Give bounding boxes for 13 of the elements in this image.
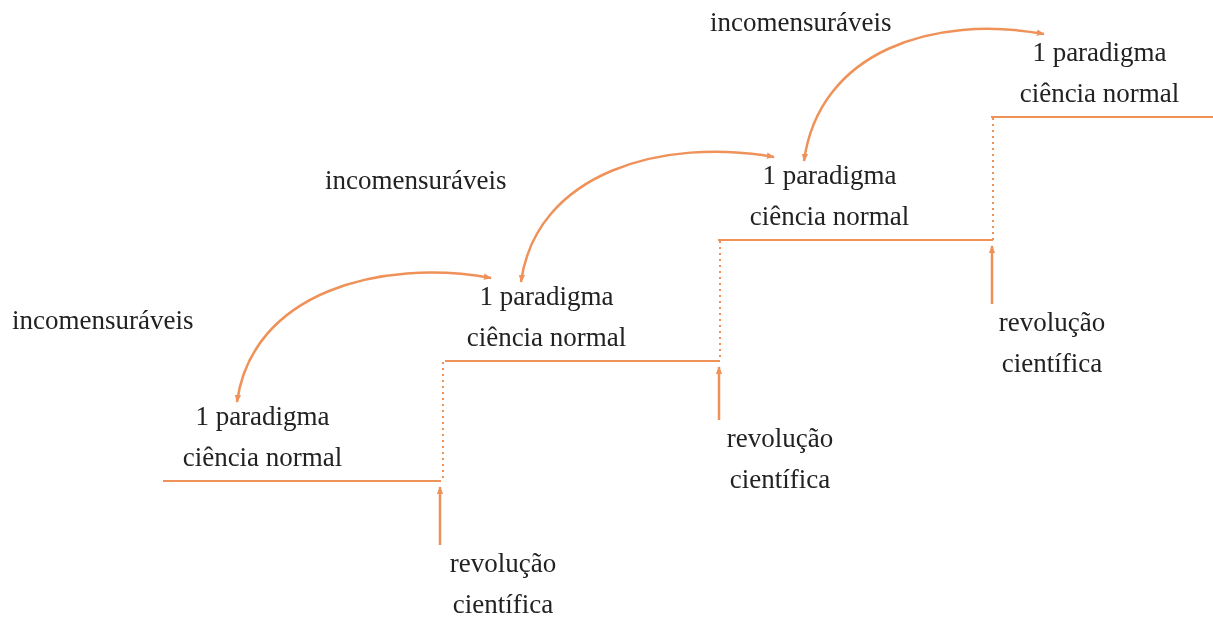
arrow [988, 245, 996, 304]
revolution-label: revolução científica [977, 302, 1127, 384]
paradigm-step: 1 paradigma ciência normal [445, 272, 720, 362]
double-arrow [235, 271, 492, 403]
arrow [436, 486, 444, 545]
revolution-label: revolução científica [705, 418, 855, 500]
revolution-label: revolução científica [428, 543, 578, 618]
arrow [715, 366, 723, 420]
paradigm-step: 1 paradigma ciência normal [163, 392, 441, 482]
paradigm-step: 1 paradigma ciência normal [718, 151, 993, 241]
double-arrow [802, 27, 1045, 162]
paradigm-step: 1 paradigma ciência normal [991, 28, 1213, 118]
double-arrow [519, 150, 775, 283]
